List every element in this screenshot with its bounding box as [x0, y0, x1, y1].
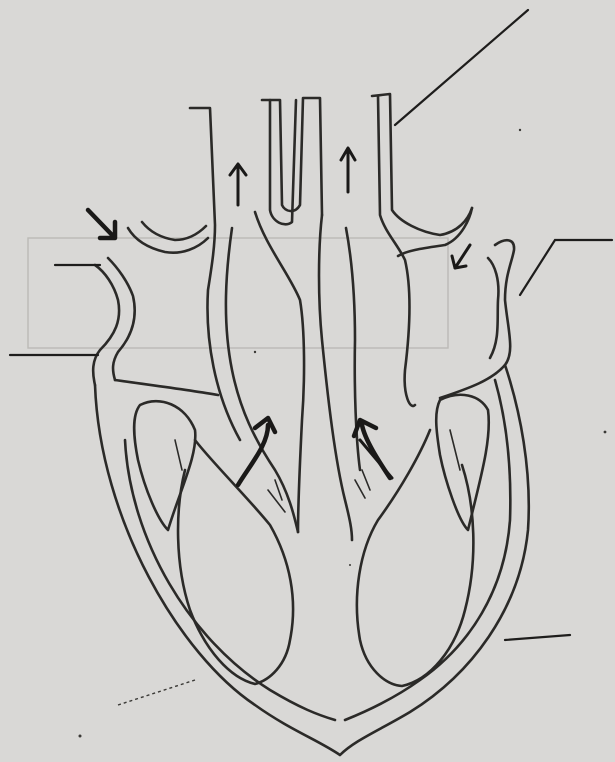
label-leader-lines [10, 10, 612, 705]
mitral-valve-flap [436, 395, 489, 530]
right-atrium-inner-wall [108, 258, 135, 380]
flow-arrow-vena-cava-in [88, 210, 115, 238]
right-vessel-branch [398, 208, 472, 256]
paper-specks [79, 129, 607, 738]
leader-right-ventricle [118, 680, 195, 705]
flow-arrow-right-ventricle-head [255, 418, 275, 432]
pulmonary-trunk-left-wall [190, 108, 240, 440]
leader-left-atrium [520, 240, 612, 295]
show-through-box [28, 238, 448, 348]
semilunar-valve-marks [175, 430, 460, 512]
right-vessel-outer [372, 94, 472, 235]
interventricular-septum [319, 215, 360, 540]
flow-arrow-left-ventricle-cross [360, 440, 392, 478]
tricuspid-valve-flap [134, 401, 195, 530]
flow-arrow-pulmonary-up [230, 164, 246, 205]
inner-cavity-right [345, 380, 510, 720]
leader-aorta [395, 10, 528, 125]
flow-arrow-pulmonary-vein-in [452, 245, 470, 268]
flow-arrow-aorta-up [341, 148, 355, 192]
pulmonary-vein [440, 240, 514, 398]
left-side-contour [93, 265, 119, 385]
leader-left-ventricle [505, 635, 570, 640]
pulmonary-trunk-right-wall [255, 212, 304, 532]
flow-arrows [88, 148, 470, 485]
heart-outer-wall [95, 365, 529, 755]
